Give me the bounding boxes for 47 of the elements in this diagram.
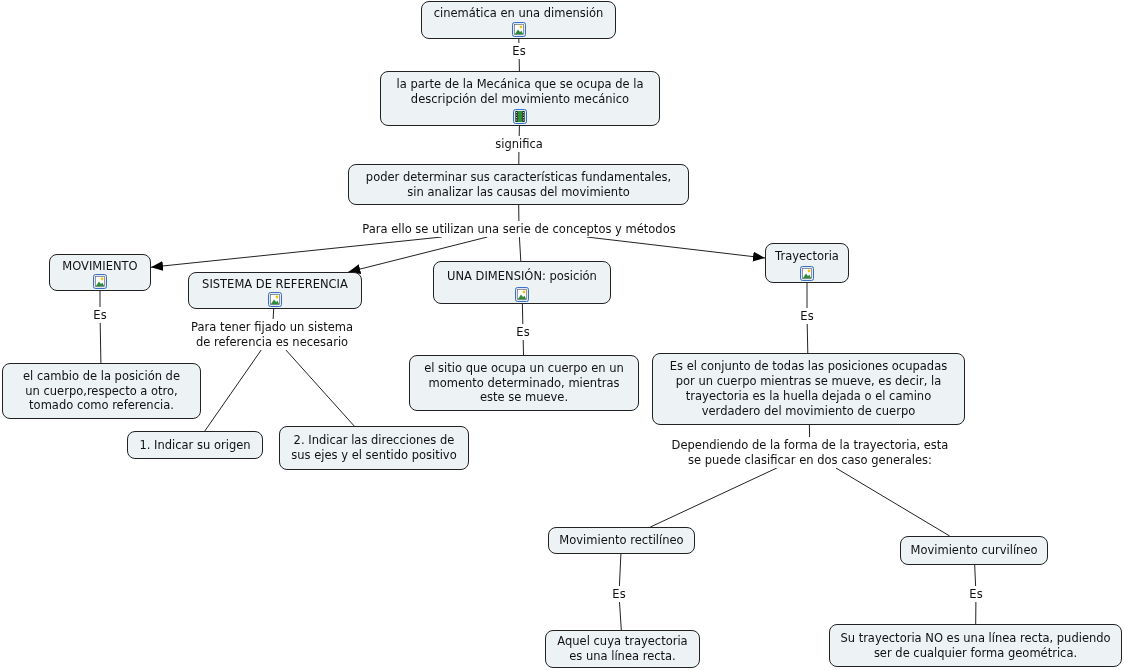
connector-line [204, 349, 262, 432]
connector-line [835, 467, 951, 537]
concept-box: Movimiento rectilíneo [548, 527, 695, 554]
concept-box: poder determinar sus características fundamentales, sin analizar las causas del movimiento [348, 164, 689, 205]
connector-line [518, 58, 520, 72]
concept-text: Trayectoria [775, 249, 839, 264]
concept-box: Aquel cuya trayectoria es una línea recta. [545, 630, 700, 668]
connector-line [99, 322, 102, 364]
connector-line [806, 282, 808, 309]
connector-line [518, 236, 522, 262]
concept-box: Es el conjunto de todas las posiciones ocupadas por un cuerpo mientras se mueve, es decir, la trayectoria es la huella dejada o el camino verdadero del movimiento de cuerpo [652, 353, 965, 425]
concept-box [765, 243, 849, 283]
concept-text: la parte de la Mecánica que se ocupa de la descripción del movimiento mecánico [395, 77, 645, 107]
connector-line [518, 125, 520, 137]
concept-box [421, 1, 616, 39]
connector-line [285, 349, 355, 427]
connector-line [518, 38, 520, 44]
connector-line [518, 151, 520, 165]
concept-box: 1. Indicar su origen [127, 431, 263, 459]
connector-line [649, 467, 778, 528]
concept-box: 2. Indicar las direcciones de sus ejes y el sentido positivo [279, 426, 469, 470]
concept-box [49, 254, 151, 291]
connector-line [806, 323, 809, 354]
connector-line [974, 564, 977, 587]
connector-line [618, 553, 622, 587]
concept-box [433, 261, 611, 304]
concept-text: UNA DIMENSIÓN: posición [447, 268, 597, 284]
concept-box: Su trayectoria NO es una línea recta, pudiendo ser de cualquier forma geométrica. [829, 624, 1122, 667]
arrow [586, 236, 766, 262]
arrow [347, 236, 488, 274]
connector-line [808, 424, 811, 438]
concept-box: Movimiento curvilíneo [900, 536, 1048, 565]
concept-text: cinemática en una dimensión [433, 6, 604, 21]
connector-line [522, 339, 524, 356]
arrow [150, 236, 443, 271]
connector-line [619, 601, 622, 631]
connector-line [518, 204, 520, 222]
concept-box [380, 71, 660, 126]
connector-line [975, 601, 977, 625]
connector-line [272, 308, 275, 320]
concept-text: MOVIMIENTO [62, 258, 138, 274]
concept-text: SISTEMA DE REFERENCIA [202, 276, 348, 292]
concept-box: el cambio de la posición de un cuerpo,respecto a otro, tomado como referencia. [2, 363, 201, 419]
connector-line [521, 303, 524, 325]
concept-box [188, 272, 362, 309]
concept-box: el sitio que ocupa un cuerpo en un momento determinado, mientras este se mueve. [409, 355, 639, 411]
connector-line [99, 290, 101, 308]
